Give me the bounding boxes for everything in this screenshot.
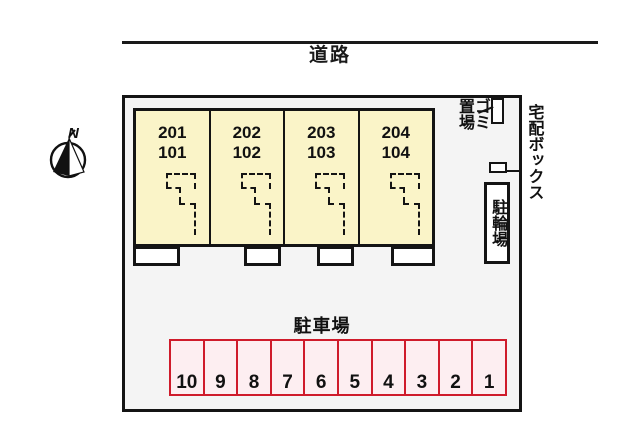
bike-leader-line xyxy=(507,170,522,172)
parking-stall-number: 9 xyxy=(215,372,226,393)
apartment-building: 201 101 202 102 203 103 xyxy=(133,108,435,247)
unit-upper-number: 201 xyxy=(158,123,187,142)
parking-stall-1[interactable]: 1 xyxy=(473,341,505,394)
staircase-dashed-outline xyxy=(315,173,346,235)
staircase-dashed-outline xyxy=(389,173,420,235)
bike-parking-area[interactable]: 駐輪場 xyxy=(484,182,510,264)
parking-stall-4[interactable]: 4 xyxy=(372,341,407,394)
compass-north-letter: N xyxy=(68,125,79,142)
road-label: 道路 xyxy=(308,45,351,66)
unit-upper-number: 202 xyxy=(232,123,261,142)
entrance-porch-1 xyxy=(133,246,180,266)
parking-stall-10[interactable]: 10 xyxy=(171,341,205,394)
unit-203-103[interactable]: 203 103 xyxy=(285,111,360,244)
staircase-dashed-outline xyxy=(240,173,271,235)
parking-stall-3[interactable]: 3 xyxy=(406,341,440,394)
parking-stall-number: 3 xyxy=(416,372,428,393)
parking-stall-6[interactable]: 6 xyxy=(305,341,339,394)
parking-stall-number: 10 xyxy=(176,372,198,393)
unit-upper-number: 204 xyxy=(381,123,410,142)
parking-stall-number: 8 xyxy=(248,372,260,393)
parking-stall-number: 5 xyxy=(349,372,361,393)
unit-202-102-label: 202 102 xyxy=(211,123,284,162)
staircase-dashed-outline xyxy=(166,173,197,235)
unit-lower-number: 102 xyxy=(232,142,261,162)
trash-area-label-col2: 置場 xyxy=(456,98,473,130)
parking-stall-number: 4 xyxy=(383,372,394,393)
unit-204-104-label: 204 104 xyxy=(360,123,433,162)
parking-stall-number: 1 xyxy=(483,372,495,393)
trash-area-marker xyxy=(491,98,504,124)
parking-stall-row: 10 9 8 7 6 5 4 3 2 1 xyxy=(169,339,507,396)
unit-lower-number: 104 xyxy=(381,142,410,162)
unit-203-103-label: 203 103 xyxy=(285,123,358,162)
unit-lower-number: 103 xyxy=(307,142,336,162)
unit-upper-number: 203 xyxy=(307,123,336,142)
delivery-box-label: 宅配ボックス xyxy=(525,104,543,200)
parking-lot-title: 駐車場 xyxy=(293,316,351,336)
trash-area-label: ゴミ 置場 xyxy=(452,98,489,158)
parking-stall-9[interactable]: 9 xyxy=(204,341,239,394)
trash-area-label-col1: ゴミ xyxy=(472,98,489,130)
unit-lower-number: 101 xyxy=(158,142,187,162)
bike-parking-label: 駐輪場 xyxy=(489,199,507,247)
parking-stall-number: 7 xyxy=(282,372,293,393)
entrance-porch-2 xyxy=(244,246,281,266)
parking-stall-number: 2 xyxy=(450,372,461,393)
parking-stall-5[interactable]: 5 xyxy=(338,341,373,394)
unit-201-101-label: 201 101 xyxy=(136,123,209,162)
compass-icon xyxy=(49,129,87,179)
parking-stall-number: 6 xyxy=(315,372,327,393)
entrance-porch-3 xyxy=(317,246,354,266)
road-line xyxy=(122,41,598,44)
parking-stall-2[interactable]: 2 xyxy=(439,341,474,394)
parking-stall-8[interactable]: 8 xyxy=(238,341,272,394)
north-arrow-compass: N xyxy=(48,125,94,180)
unit-202-102[interactable]: 202 102 xyxy=(210,111,285,244)
entrance-porch-4 xyxy=(391,246,435,266)
unit-204-104[interactable]: 204 104 xyxy=(359,111,433,244)
parking-stall-7[interactable]: 7 xyxy=(271,341,306,394)
unit-201-101[interactable]: 201 101 xyxy=(136,111,211,244)
bike-parking-marker xyxy=(489,162,507,173)
